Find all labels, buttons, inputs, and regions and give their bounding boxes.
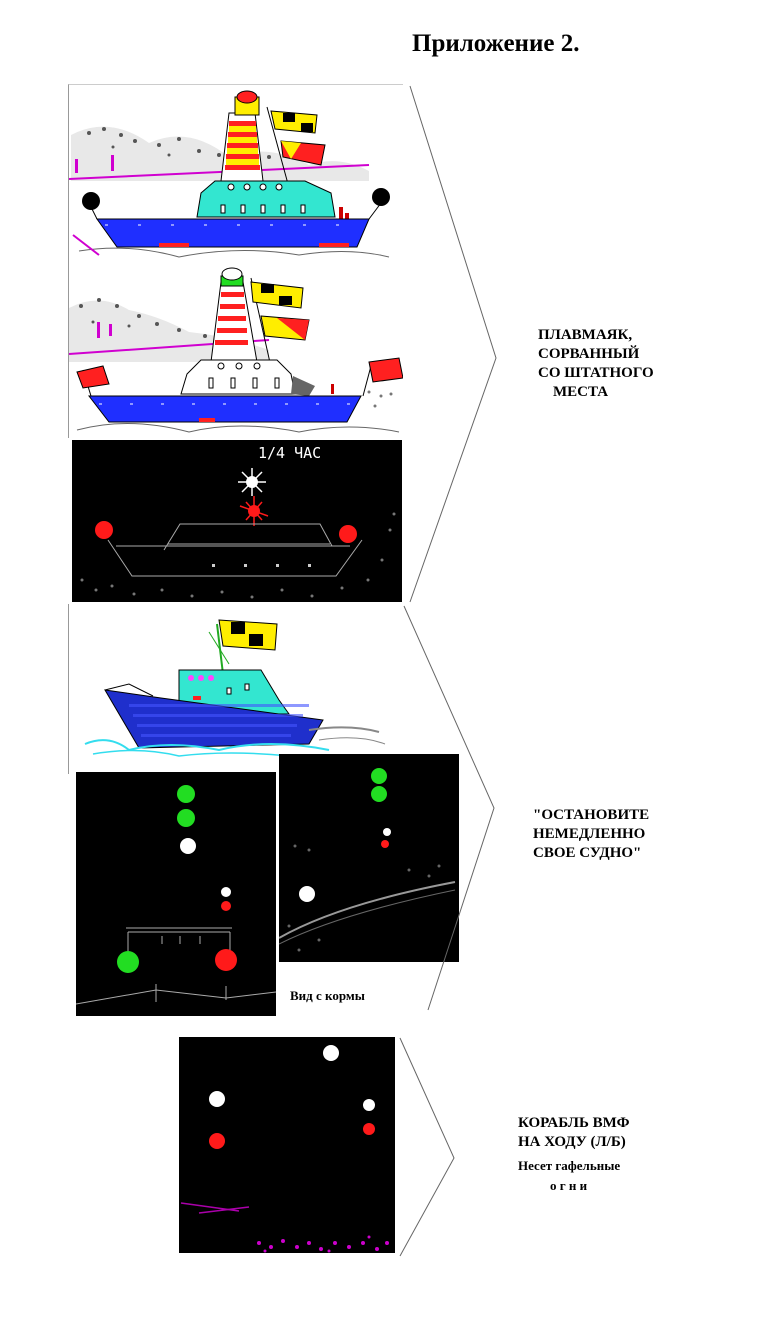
caption-line: КОРАБЛЬ ВМФ [518, 1115, 630, 1131]
section-1-bracket [409, 85, 497, 603]
stop-signal-front-view [76, 772, 276, 1016]
caption-line: "ОСТАНОВИТЕ [533, 807, 650, 823]
caption-line: СВОЕ СУДНО" [533, 845, 642, 861]
sub-caption-line: о г н и [550, 1178, 588, 1193]
sub-caption-line: Несет гафельные [518, 1158, 621, 1173]
caption-line: МЕСТА [538, 384, 609, 400]
caption-line: ПЛАВМАЯК, [538, 327, 633, 343]
stop-vessel-caption: "ОСТАНОВИТЕ НЕМЕДЛЕННО СВОЕ СУДНО" [533, 806, 649, 863]
lightship-night-illustration: 1/4 ЧАС [72, 440, 402, 602]
lightship-day-illustration-2 [68, 266, 403, 438]
warship-caption: КОРАБЛЬ ВМФ НА ХОДУ (Л/Б) [518, 1114, 629, 1152]
warship-sub-caption: Несет гафельные о г н и [518, 1156, 620, 1196]
lightship-day-illustration-1 [68, 84, 403, 267]
caption-line: НА ХОДУ (Л/Б) [518, 1134, 626, 1150]
page-title: Приложение 2. [412, 30, 580, 57]
stern-view-label: Вид с кормы [290, 988, 365, 1003]
quarter-hour-label: 1/4 ЧАС [258, 444, 322, 462]
section-2-bracket [403, 605, 495, 1011]
warship-night-illustration [179, 1037, 395, 1253]
lightship-caption: ПЛАВМАЯК, СОРВАННЫЙ СО ШТАТНОГО МЕСТА [538, 326, 654, 402]
patrol-boat-illustration [68, 604, 403, 774]
caption-line: СОРВАННЫЙ [538, 346, 640, 362]
section-3-bracket [399, 1037, 455, 1257]
stop-signal-stern-view [279, 754, 459, 962]
caption-line: СО ШТАТНОГО [538, 365, 654, 381]
caption-line: НЕМЕДЛЕННО [533, 826, 646, 842]
